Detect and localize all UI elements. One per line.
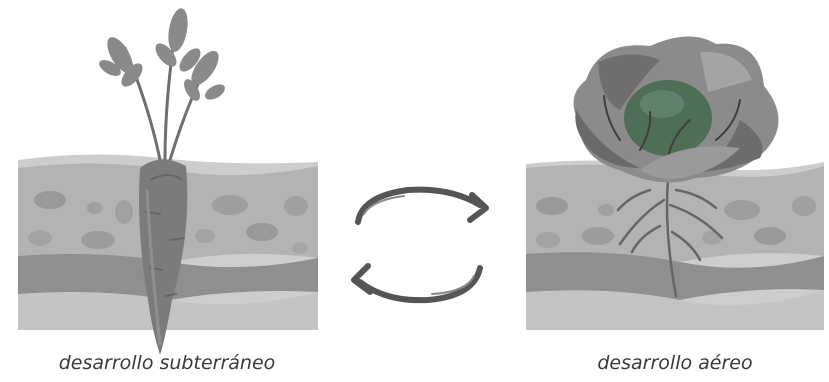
carrot-foliage: [97, 7, 228, 104]
soil-block-right: [526, 160, 824, 330]
caption-aerial: desarrollo aéreo: [526, 352, 824, 374]
caption-underground: desarrollo subterráneo: [18, 352, 316, 374]
right-illustration-cabbage: [526, 36, 824, 330]
cycle-arrows-icon: [354, 190, 486, 301]
left-illustration-carrot: [18, 7, 318, 355]
